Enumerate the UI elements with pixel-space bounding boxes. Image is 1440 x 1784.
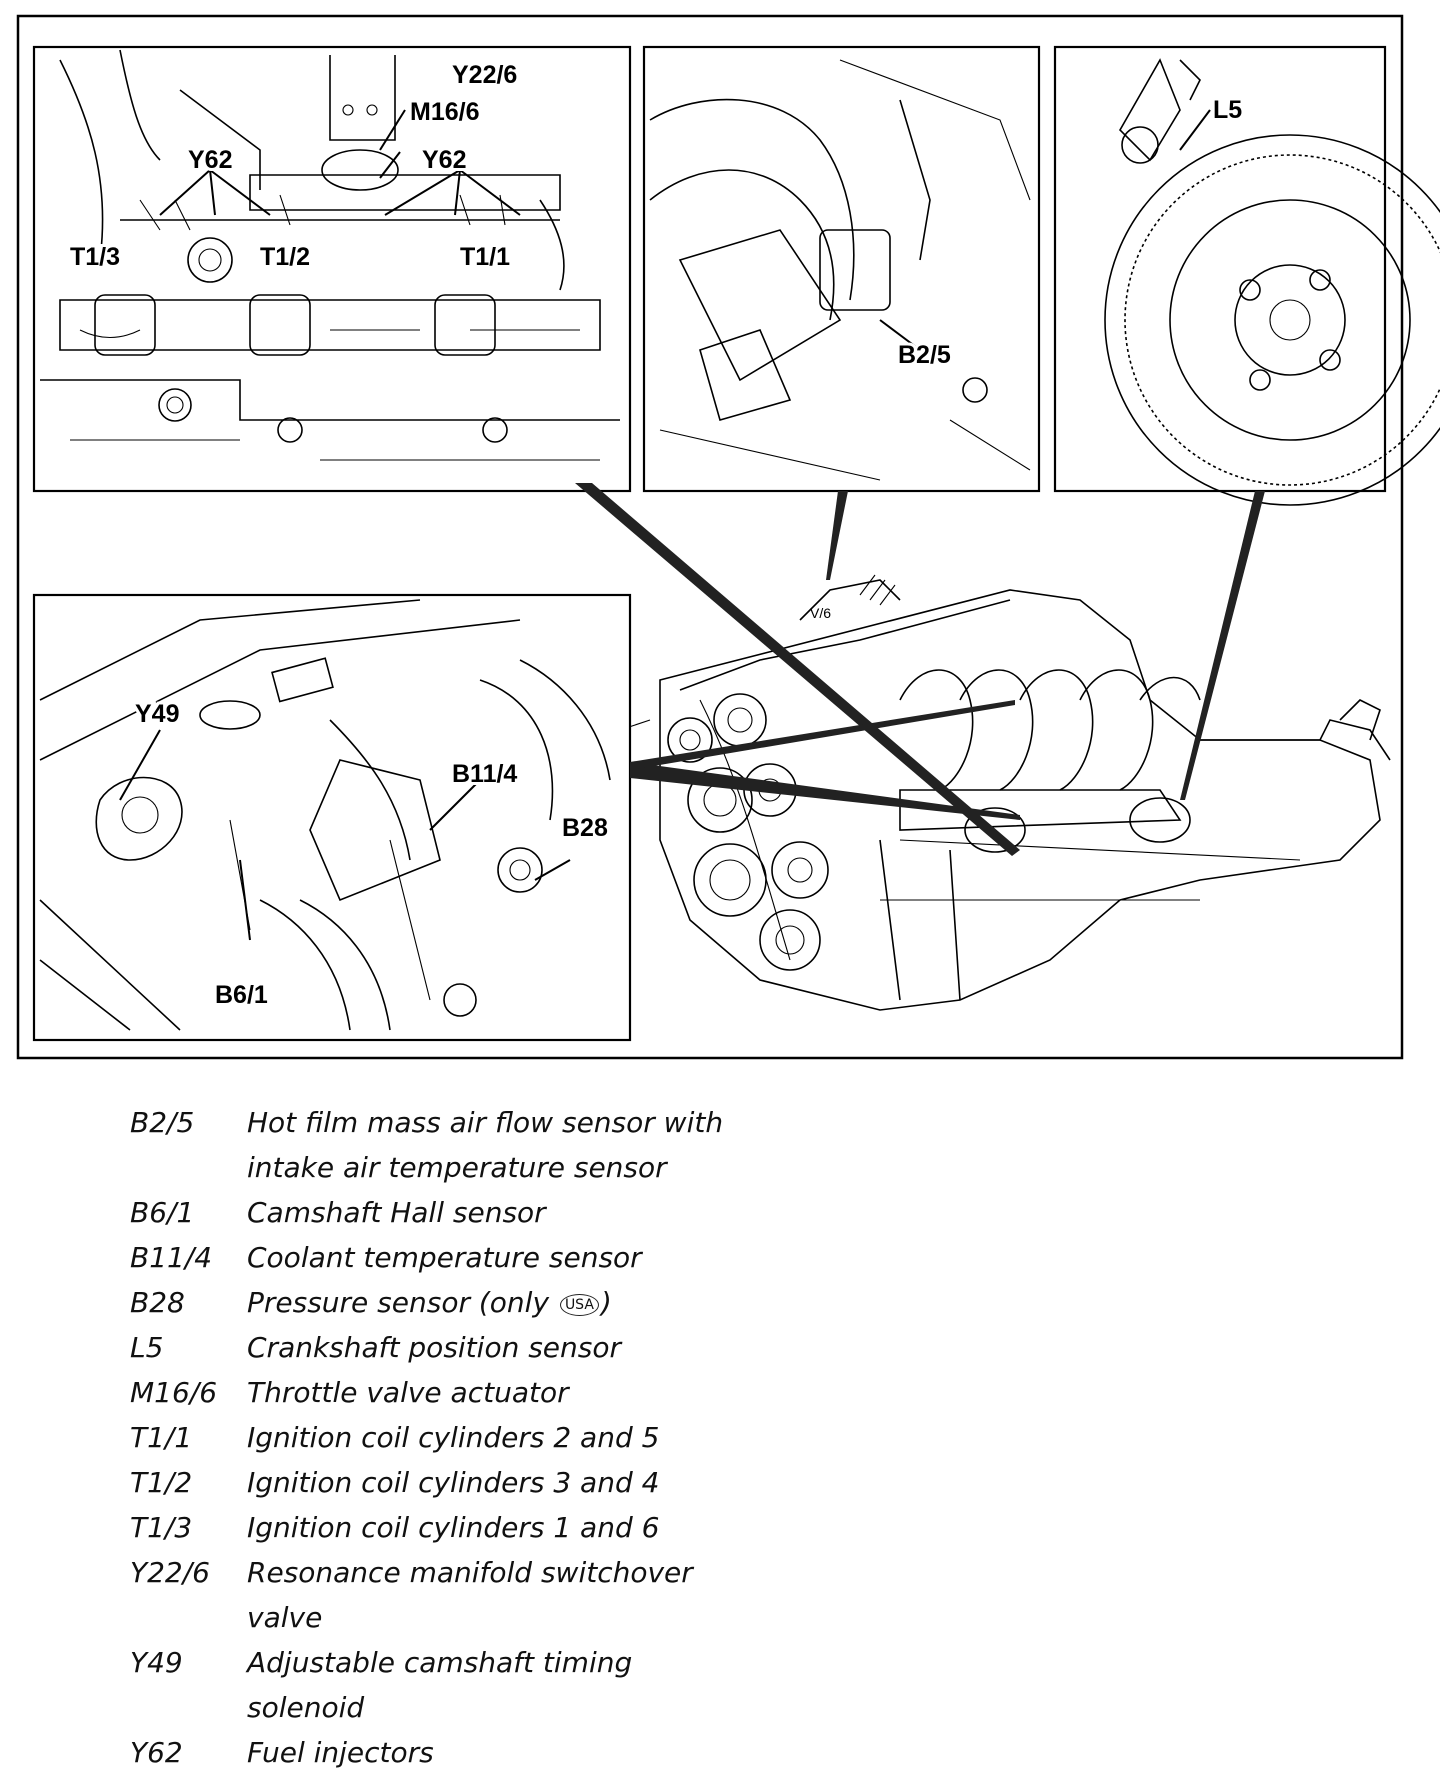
legend-desc: Resonance manifold switchover valve <box>247 1556 693 1634</box>
legend-desc: Coolant temperature sensor <box>247 1241 642 1274</box>
legend-item: M16/6 Throttle valve actuator <box>130 1370 890 1415</box>
callout-b11-4: B11/4 <box>452 760 517 788</box>
legend-desc: Ignition coil cylinders 1 and 6 <box>247 1511 660 1544</box>
legend-desc: Adjustable camshaft timing solenoid <box>247 1646 633 1724</box>
callout-b28: B28 <box>562 814 608 842</box>
callout-b6-1: B6/1 <box>215 981 268 1009</box>
callout-t1-1: T1/1 <box>460 243 510 271</box>
engine-main-illustration: V/6 <box>614 574 1391 1011</box>
legend-item: T1/3 Ignition coil cylinders 1 and 6 <box>130 1505 890 1550</box>
callout-t1-2: T1/2 <box>260 243 310 271</box>
legend-desc: Ignition coil cylinders 3 and 4 <box>247 1466 660 1499</box>
legend-desc: Hot film mass air flow sensor with intak… <box>247 1106 724 1184</box>
legend-item: B6/1 Camshaft Hall sensor <box>130 1190 890 1235</box>
usa-symbol-icon: USA <box>559 1294 599 1316</box>
legend-code: M16/6 <box>130 1376 218 1409</box>
callout-y62-left: Y62 <box>188 146 232 174</box>
svg-text:V/6: V/6 <box>810 605 831 621</box>
callout-b2-5: B2/5 <box>898 341 951 369</box>
legend: B2/5 Hot film mass air flow sensor with … <box>130 1100 890 1775</box>
legend-code: Y49 <box>130 1646 183 1679</box>
legend-item: T1/2 Ignition coil cylinders 3 and 4 <box>130 1460 890 1505</box>
callout-l5: L5 <box>1213 96 1242 124</box>
panel-connectors <box>575 483 1265 856</box>
legend-desc: Throttle valve actuator <box>247 1376 569 1409</box>
legend-item: Y22/6 Resonance manifold switchover valv… <box>130 1550 890 1640</box>
legend-item: Y62 Fuel injectors <box>130 1730 890 1775</box>
legend-code: T1/1 <box>130 1421 193 1454</box>
legend-code: B6/1 <box>130 1196 195 1229</box>
legend-item: T1/1 Ignition coil cylinders 2 and 5 <box>130 1415 890 1460</box>
legend-code: Y62 <box>130 1736 183 1769</box>
panel-air-flow-sensor <box>642 45 1041 493</box>
callout-y49: Y49 <box>135 700 179 728</box>
legend-desc: Camshaft Hall sensor <box>247 1196 546 1229</box>
callout-t1-3: T1/3 <box>70 243 120 271</box>
legend-item: L5 Crankshaft position sensor <box>130 1325 890 1370</box>
legend-desc: Ignition coil cylinders 2 and 5 <box>247 1421 660 1454</box>
engine-diagram: V/6 <box>16 14 1440 1060</box>
legend-item: B28 Pressure sensor (only USA) <box>130 1280 890 1325</box>
legend-code: B11/4 <box>130 1241 213 1274</box>
legend-item: Y49 Adjustable camshaft timing solenoid <box>130 1640 890 1730</box>
legend-code: Y22/6 <box>130 1556 210 1589</box>
legend-desc: Fuel injectors <box>247 1736 434 1769</box>
legend-code: T1/3 <box>130 1511 193 1544</box>
legend-item: B11/4 Coolant temperature sensor <box>130 1235 890 1280</box>
callout-y22-6: Y22/6 <box>452 61 517 89</box>
panel-ignition-coils <box>32 45 632 493</box>
legend-code: B2/5 <box>130 1106 195 1139</box>
legend-desc: Pressure sensor (only USA) <box>247 1286 612 1319</box>
legend-code: L5 <box>130 1331 164 1364</box>
callout-y62-right: Y62 <box>422 146 466 174</box>
legend-desc: Crankshaft position sensor <box>247 1331 622 1364</box>
legend-code: T1/2 <box>130 1466 193 1499</box>
panel-crankshaft-sensor <box>1053 45 1440 506</box>
legend-code: B28 <box>130 1286 185 1319</box>
panel-camshaft-coolant <box>32 593 632 1042</box>
callout-m16-6: M16/6 <box>410 98 479 126</box>
legend-item: B2/5 Hot film mass air flow sensor with … <box>130 1100 890 1190</box>
